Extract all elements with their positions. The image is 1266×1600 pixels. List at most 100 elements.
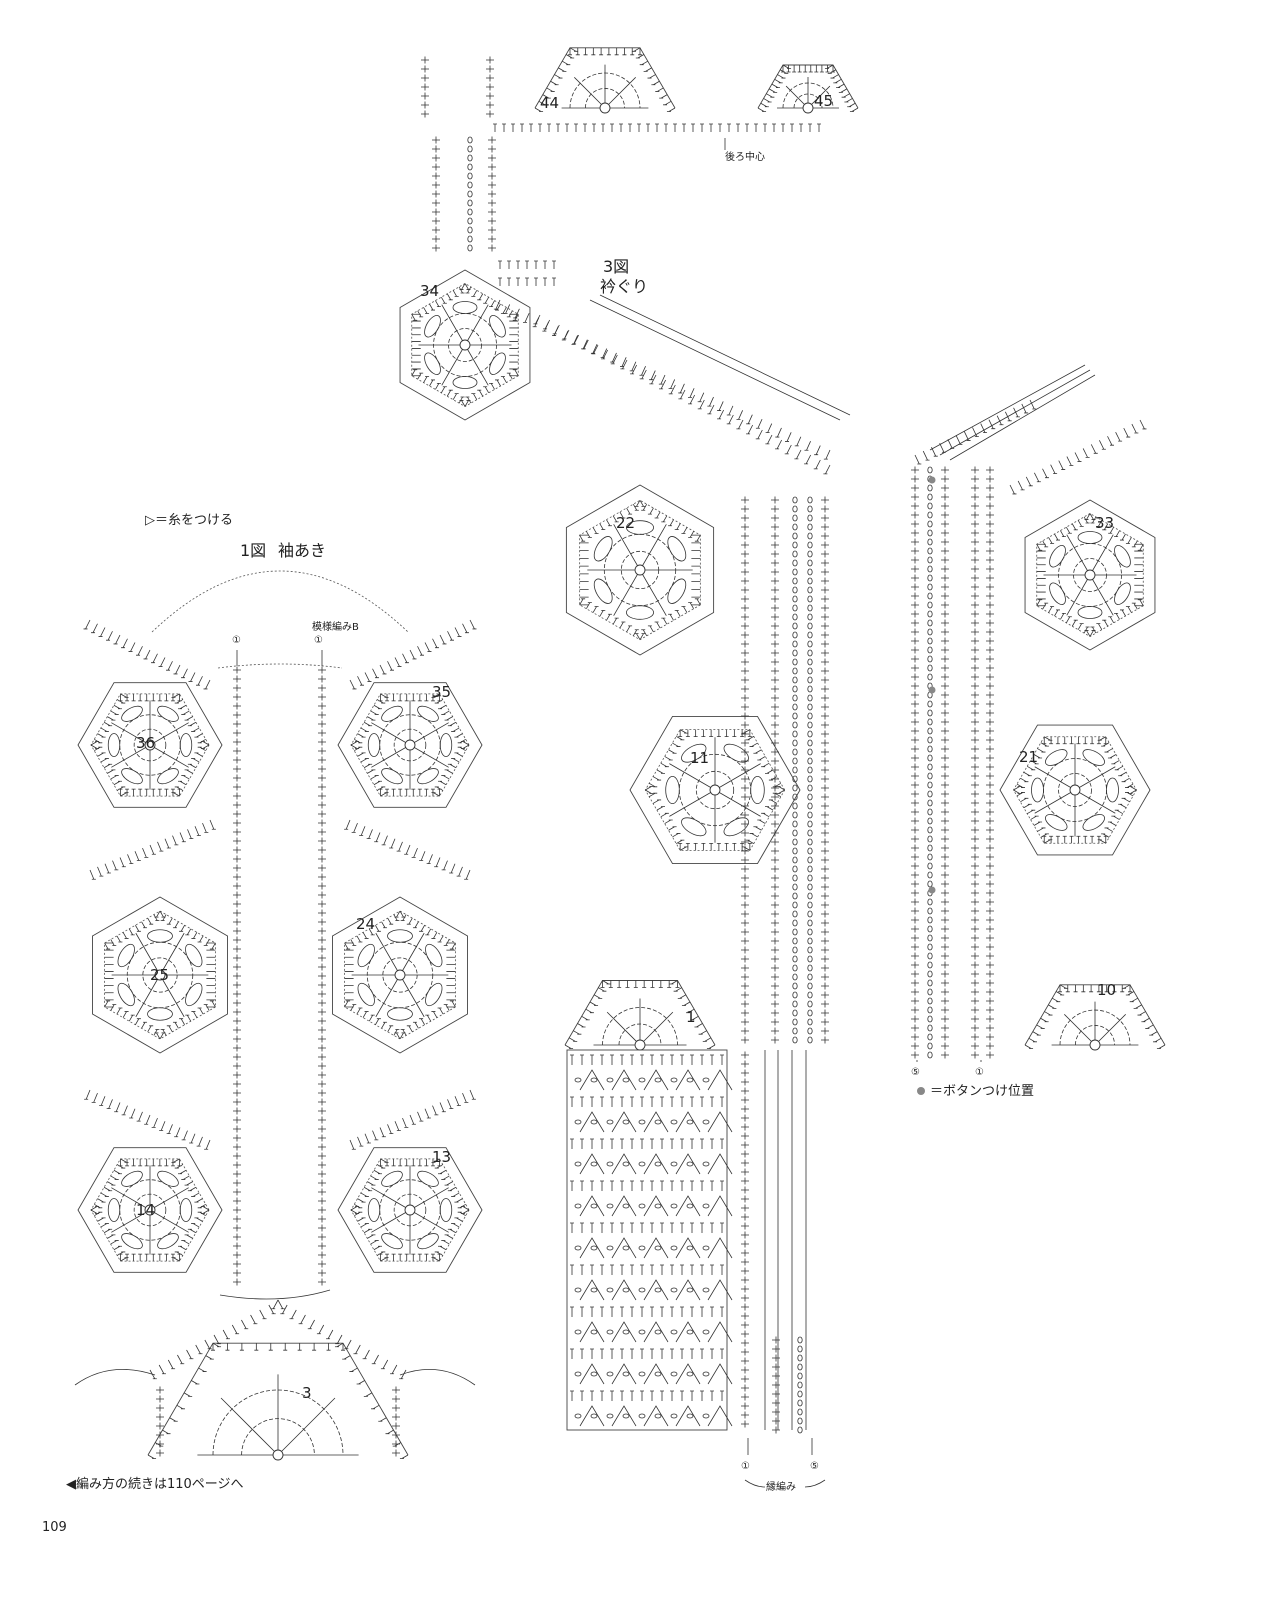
stitch-band bbox=[90, 1206, 129, 1262]
motif-ring bbox=[382, 957, 418, 993]
stitch-row bbox=[570, 1096, 724, 1107]
motif-number: 33 bbox=[1095, 514, 1114, 532]
motif-center bbox=[404, 1204, 416, 1216]
stitch-column bbox=[488, 136, 496, 252]
pattern-panel bbox=[566, 1049, 728, 1431]
motif-center bbox=[1084, 569, 1096, 581]
stitch-column bbox=[486, 56, 494, 118]
stitch-band bbox=[171, 693, 210, 749]
button-position-dot bbox=[917, 1087, 925, 1095]
stitch-band bbox=[211, 1343, 345, 1351]
chain-column bbox=[807, 496, 813, 1044]
chain-column bbox=[467, 136, 473, 252]
stitch-band bbox=[1097, 786, 1137, 844]
motif-center bbox=[144, 739, 156, 751]
stitch-column bbox=[741, 1051, 749, 1428]
stitch-band bbox=[104, 1000, 166, 1040]
stitch-column bbox=[233, 666, 241, 1286]
stitch-band bbox=[378, 693, 442, 702]
figure-1-pattern-label: 模様編みB bbox=[312, 620, 359, 633]
chain-row bbox=[574, 1161, 710, 1167]
motif-petal bbox=[157, 705, 179, 722]
motif-petal bbox=[185, 943, 203, 968]
motif-petal bbox=[1106, 777, 1119, 803]
motif-center bbox=[634, 564, 646, 576]
motif-petal bbox=[417, 705, 439, 722]
motif-number: 13 bbox=[432, 1148, 451, 1166]
stitch-band bbox=[533, 314, 831, 475]
stitch-band bbox=[350, 1206, 389, 1262]
motif-petal bbox=[367, 1198, 381, 1222]
motif-center bbox=[459, 339, 471, 351]
motif-petal bbox=[1082, 814, 1105, 831]
motif-outline bbox=[534, 47, 676, 109]
motif-spokes bbox=[371, 1165, 449, 1255]
stitch-row bbox=[570, 1306, 724, 1317]
motif-petal bbox=[147, 929, 173, 943]
motif-spokes bbox=[587, 524, 693, 616]
motif-spokes bbox=[593, 998, 687, 1046]
stitch-band bbox=[1024, 984, 1069, 1049]
motif-center bbox=[272, 1449, 284, 1461]
marker-arrow bbox=[236, 650, 323, 666]
chain-column bbox=[797, 1336, 803, 1434]
stitch-band bbox=[154, 1000, 216, 1040]
stitch-band bbox=[394, 1000, 456, 1040]
stitch-row bbox=[570, 1180, 724, 1191]
motif-ring bbox=[695, 770, 735, 810]
stitch-band bbox=[431, 693, 470, 749]
motif-petal bbox=[452, 301, 478, 314]
stitch-band bbox=[344, 819, 471, 880]
stitch-band bbox=[669, 980, 716, 1049]
stitch-band bbox=[645, 729, 689, 794]
motif-outline bbox=[757, 64, 859, 109]
chain-row bbox=[574, 1413, 710, 1419]
motif-outline bbox=[77, 1147, 223, 1273]
motif-petal bbox=[381, 705, 403, 722]
stitch-column bbox=[772, 1336, 780, 1434]
stitch-row bbox=[570, 1348, 724, 1359]
motif-petal bbox=[1114, 582, 1131, 605]
motif-petal bbox=[357, 982, 375, 1007]
stitch-band bbox=[431, 741, 470, 797]
motif-number: 14 bbox=[136, 1201, 155, 1219]
motif-number: 25 bbox=[150, 966, 169, 984]
stitch-column bbox=[741, 496, 749, 1044]
motif-ring bbox=[212, 1389, 344, 1456]
motif-outline bbox=[337, 1147, 483, 1273]
motif-petal bbox=[121, 768, 143, 785]
stitch-band bbox=[1009, 419, 1147, 495]
motif-petal bbox=[424, 352, 441, 375]
stitch-column bbox=[911, 466, 919, 1059]
motif-center bbox=[1089, 1039, 1101, 1051]
stitch-row bbox=[498, 260, 556, 269]
motif-spokes bbox=[561, 64, 649, 109]
stitch-band bbox=[206, 942, 216, 1008]
stitch-row bbox=[570, 1222, 724, 1233]
motif-outline bbox=[337, 682, 483, 808]
stitch-band bbox=[171, 1206, 210, 1262]
stitch-band bbox=[118, 1158, 182, 1167]
motif-number: 24 bbox=[356, 915, 375, 933]
stitch-band bbox=[678, 729, 752, 738]
motif-petal bbox=[665, 775, 680, 804]
neck-line bbox=[589, 294, 851, 421]
motif-outline bbox=[1024, 984, 1166, 1046]
stitch-band bbox=[781, 65, 835, 73]
stitch-band bbox=[411, 313, 421, 377]
motif-petal bbox=[185, 982, 203, 1007]
motif-center bbox=[802, 102, 814, 114]
figure-3-subtitle: 衿ぐり bbox=[600, 277, 648, 296]
motif-petal bbox=[387, 929, 413, 943]
motif-spokes bbox=[111, 700, 189, 790]
stitch-band bbox=[378, 1253, 442, 1262]
stitch-band bbox=[350, 741, 389, 797]
motif-petal bbox=[593, 536, 613, 562]
motif-petal bbox=[1077, 606, 1103, 619]
stitch-band bbox=[147, 1342, 222, 1459]
armhole-line bbox=[217, 663, 343, 669]
stitch-band bbox=[757, 64, 792, 112]
button-dot bbox=[928, 476, 936, 484]
fan-stitches bbox=[579, 1195, 733, 1217]
stitch-band bbox=[1036, 543, 1046, 607]
